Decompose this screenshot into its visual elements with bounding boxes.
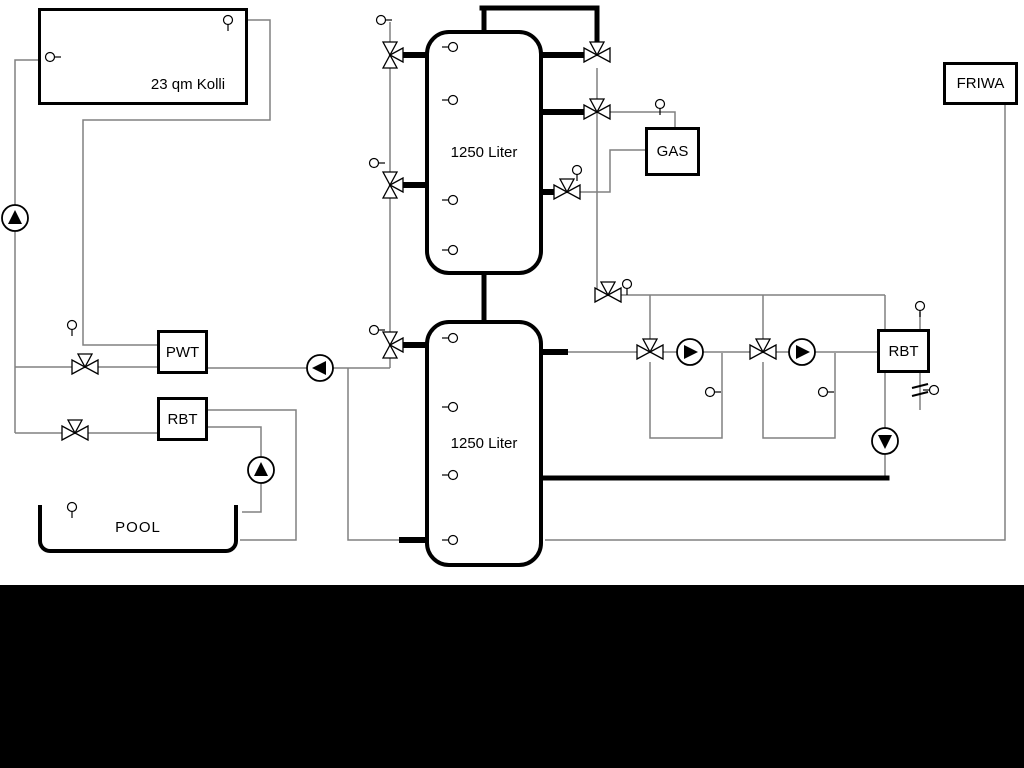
black-footer-band (0, 585, 1024, 768)
pool-basin: POOL (38, 505, 238, 553)
buffer-tank-top-label: 1250 Liter (450, 144, 518, 161)
tank-stubs (399, 52, 584, 543)
friwa-label: FRIWA (956, 75, 1005, 92)
pwt-heat-exchanger-box: PWT (157, 330, 208, 374)
pipe (82, 19, 271, 346)
pool-label: POOL (115, 518, 161, 536)
buffer-tank-bottom-label: 1250 Liter (450, 435, 518, 452)
pipe (584, 111, 676, 127)
friwa-box: FRIWA (943, 62, 1018, 105)
rbt-left-box: RBT (157, 397, 208, 441)
pipe (649, 353, 723, 439)
solar-collector-label: 23 qm Kolli (150, 76, 226, 93)
buffer-tank-top: 1250 Liter (425, 30, 543, 275)
pipe (545, 105, 1006, 541)
pipe (14, 59, 38, 433)
gas-boiler-box: GAS (645, 127, 700, 176)
buffer-tank-bottom: 1250 Liter (425, 320, 543, 567)
thick-pipes (479, 5, 890, 481)
pipe (762, 353, 836, 439)
pwt-label: PWT (165, 343, 200, 361)
solar-collector-box: 23 qm Kolli (38, 8, 248, 105)
pipe (208, 426, 262, 513)
rbt-left-label: RBT (167, 410, 198, 428)
pipe (208, 409, 297, 541)
rbt-right-label: RBT (888, 342, 919, 360)
rbt-right-box: RBT (877, 329, 930, 373)
pipe (347, 368, 399, 541)
pipe (556, 149, 645, 193)
gas-boiler-label: GAS (656, 143, 689, 160)
